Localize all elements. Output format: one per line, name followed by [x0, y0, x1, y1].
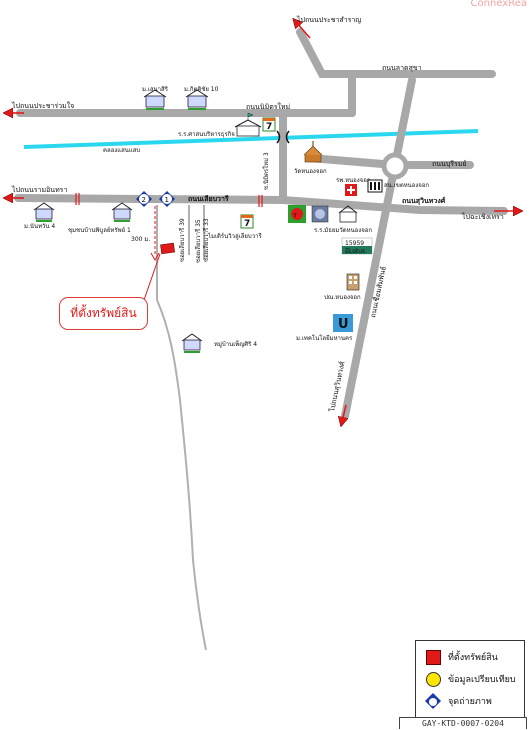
legend-item-property: ที่ตั้งทรัพย์สิน: [424, 647, 498, 667]
house-icon: [143, 89, 167, 110]
label-soi-39: ซอยเลียบวารี 39: [178, 218, 186, 262]
label-to-pracha-ruamjai: ไปถนนประชาร่วมใจ: [11, 101, 74, 110]
label-post: ปณ.หนองจอก: [324, 294, 361, 301]
label-hospital: รพ.หนองจอก: [336, 177, 371, 184]
family-mart-icon: ร: [288, 205, 306, 223]
svg-text:15959: 15959: [345, 240, 364, 247]
label-modern-view: ไมเดิร์นวิวลู่เลียบวารี: [207, 232, 262, 240]
label-to-pracha-samran: ไปถนนประชาสำราญ: [296, 15, 361, 24]
roundabout: [381, 152, 409, 180]
svg-text:มีLotus: มีLotus: [345, 247, 365, 255]
property-callout: ที่ตั้งทรัพย์สิน: [59, 297, 148, 330]
house-icon: [181, 333, 203, 353]
seven-eleven-icon: 7: [240, 214, 254, 229]
label-school: ร.ร.ศาสนบริหารธุรกิจ: [178, 131, 235, 138]
watermark: ConnexRea: [470, 0, 527, 9]
bank-icon: [311, 205, 329, 223]
police-icon: [367, 179, 383, 193]
svg-text:2: 2: [142, 196, 146, 204]
svg-text:7: 7: [244, 219, 250, 229]
label-tech-college: ม.เทคโนโลยีมหานคร: [296, 334, 353, 342]
label-nimitmai: ถนนนิมิตรใหม่: [246, 102, 290, 111]
property-marker: [160, 242, 175, 255]
legend: ที่ตั้งทรัพย์สิน ข้อมูลเปรียบเทียบ จุดถ่…: [415, 640, 525, 718]
label-liab-wari: ถนนเลียบวารี: [188, 195, 229, 203]
legend-label: ข้อมูลเปรียบเทียบ: [448, 675, 516, 685]
property-square-icon: [425, 649, 441, 665]
legend-label: จุดถ่ายภาพ: [448, 697, 492, 707]
bridge-marks: [276, 130, 290, 144]
svg-text:7: 7: [266, 122, 272, 132]
svg-text:1: 1: [165, 196, 169, 204]
house-icon: [185, 89, 209, 110]
label-moo-senasiri: ม.เสนาสิริ: [142, 86, 169, 93]
minor-roads: [156, 205, 207, 651]
label-buriram: ถนนบุรีรมย์: [432, 160, 467, 168]
svg-text:U: U: [338, 317, 349, 332]
label-village-phet: หมู่บ้านเพ็ญศิริ 4: [214, 339, 257, 348]
seven-eleven-icon: 7: [262, 117, 276, 132]
label-wat-nongchok: วัดหนองจอก: [294, 168, 327, 175]
legend-item-camera: จุดถ่ายภาพ: [424, 691, 492, 711]
distance-arrowhead: [150, 252, 160, 262]
label-moo-nanthawan: ม.นันทวัน 4: [24, 223, 55, 230]
label-hospital-school: ร.ร.มัธยมวัดหนองจอก: [314, 227, 372, 234]
label-moo-kitti: ม.กิตติชัย 10: [184, 86, 219, 93]
document-code: GAY-KTD-0007-0204: [399, 717, 527, 729]
label-distance: 300 ม.: [131, 236, 150, 243]
camera-point-2: 2: [136, 191, 152, 207]
office-icon: [346, 273, 360, 291]
label-lamlukka: ถนนลาดสุขา: [382, 64, 422, 72]
label-to-chachoengsao: ไปฉะเชิงเทรา: [461, 212, 504, 221]
svg-text:ร: ร: [293, 211, 297, 219]
temple-icon: [303, 141, 323, 163]
comparison-circle-icon: [425, 671, 441, 687]
school-icon: [338, 205, 358, 223]
school-icon: [234, 112, 262, 137]
camera-point-1: 1: [159, 191, 175, 207]
label-police: สน.เขตหนองจอก: [384, 182, 429, 189]
label-soi-33: ซอยเลียบวารี 33: [202, 218, 210, 262]
house-icon: [33, 202, 55, 222]
label-canal: คลองแสนแสบ: [103, 147, 140, 154]
roads: [14, 28, 508, 420]
label-community: ชุมชนบ้านพิบูลย์ทรัพย์ 1: [68, 226, 131, 234]
callout-pointer: [143, 253, 161, 301]
camera-point-icon: [425, 693, 441, 709]
legend-label: ที่ตั้งทรัพย์สิน: [448, 653, 498, 663]
lotus-sign: 15959 มีLotus: [341, 237, 373, 255]
road-break-marks: [75, 193, 263, 207]
university-icon: U: [333, 314, 353, 332]
hospital-icon: [345, 184, 357, 196]
house-icon: [111, 202, 133, 222]
label-to-ramintra: ไปถนนรามอินทรา: [11, 185, 67, 194]
label-soi-35: ซอยเลียบวารี 35: [194, 219, 202, 263]
road-arrows: [8, 22, 518, 422]
legend-item-comparison: ข้อมูลเปรียบเทียบ: [424, 669, 516, 689]
label-soi-nimitmai-3: ซ.นิมิตรใหม่ 3: [262, 152, 270, 190]
label-suwinthawong: ถนนสุวินทวงศ์: [402, 196, 446, 205]
